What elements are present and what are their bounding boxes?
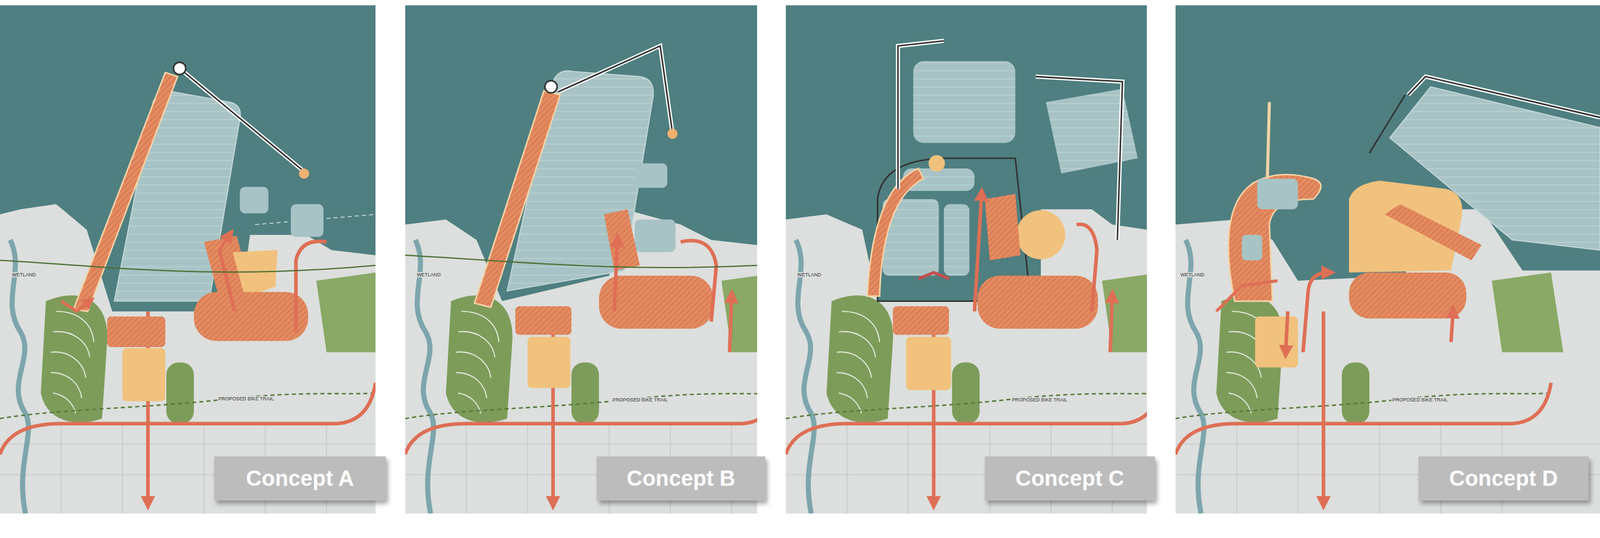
map-label: PROPOSED BIKE TRAIL bbox=[1391, 396, 1449, 403]
map-label: WETLAND bbox=[415, 271, 442, 278]
map-label: PROPOSED BIKE TRAIL bbox=[1010, 396, 1069, 403]
concept-label-box: Concept D bbox=[1418, 455, 1589, 500]
concept-label-box: Concept B bbox=[596, 455, 766, 500]
concept-name: Concept A bbox=[246, 465, 355, 491]
concept-name: Concept B bbox=[626, 465, 736, 491]
map-label: PROPOSED BIKE TRAIL bbox=[611, 396, 670, 403]
concept-label-box: Concept C bbox=[984, 455, 1155, 500]
map-label: WETLAND bbox=[796, 271, 823, 278]
concept-name: Concept C bbox=[1015, 465, 1125, 491]
map-label: WETLAND bbox=[1179, 271, 1206, 278]
map-label: PROPOSED BIKE TRAIL bbox=[217, 395, 275, 402]
concept-label-box: Concept A bbox=[214, 455, 386, 500]
map-label: WETLAND bbox=[10, 271, 37, 278]
concept-name: Concept D bbox=[1449, 465, 1559, 491]
